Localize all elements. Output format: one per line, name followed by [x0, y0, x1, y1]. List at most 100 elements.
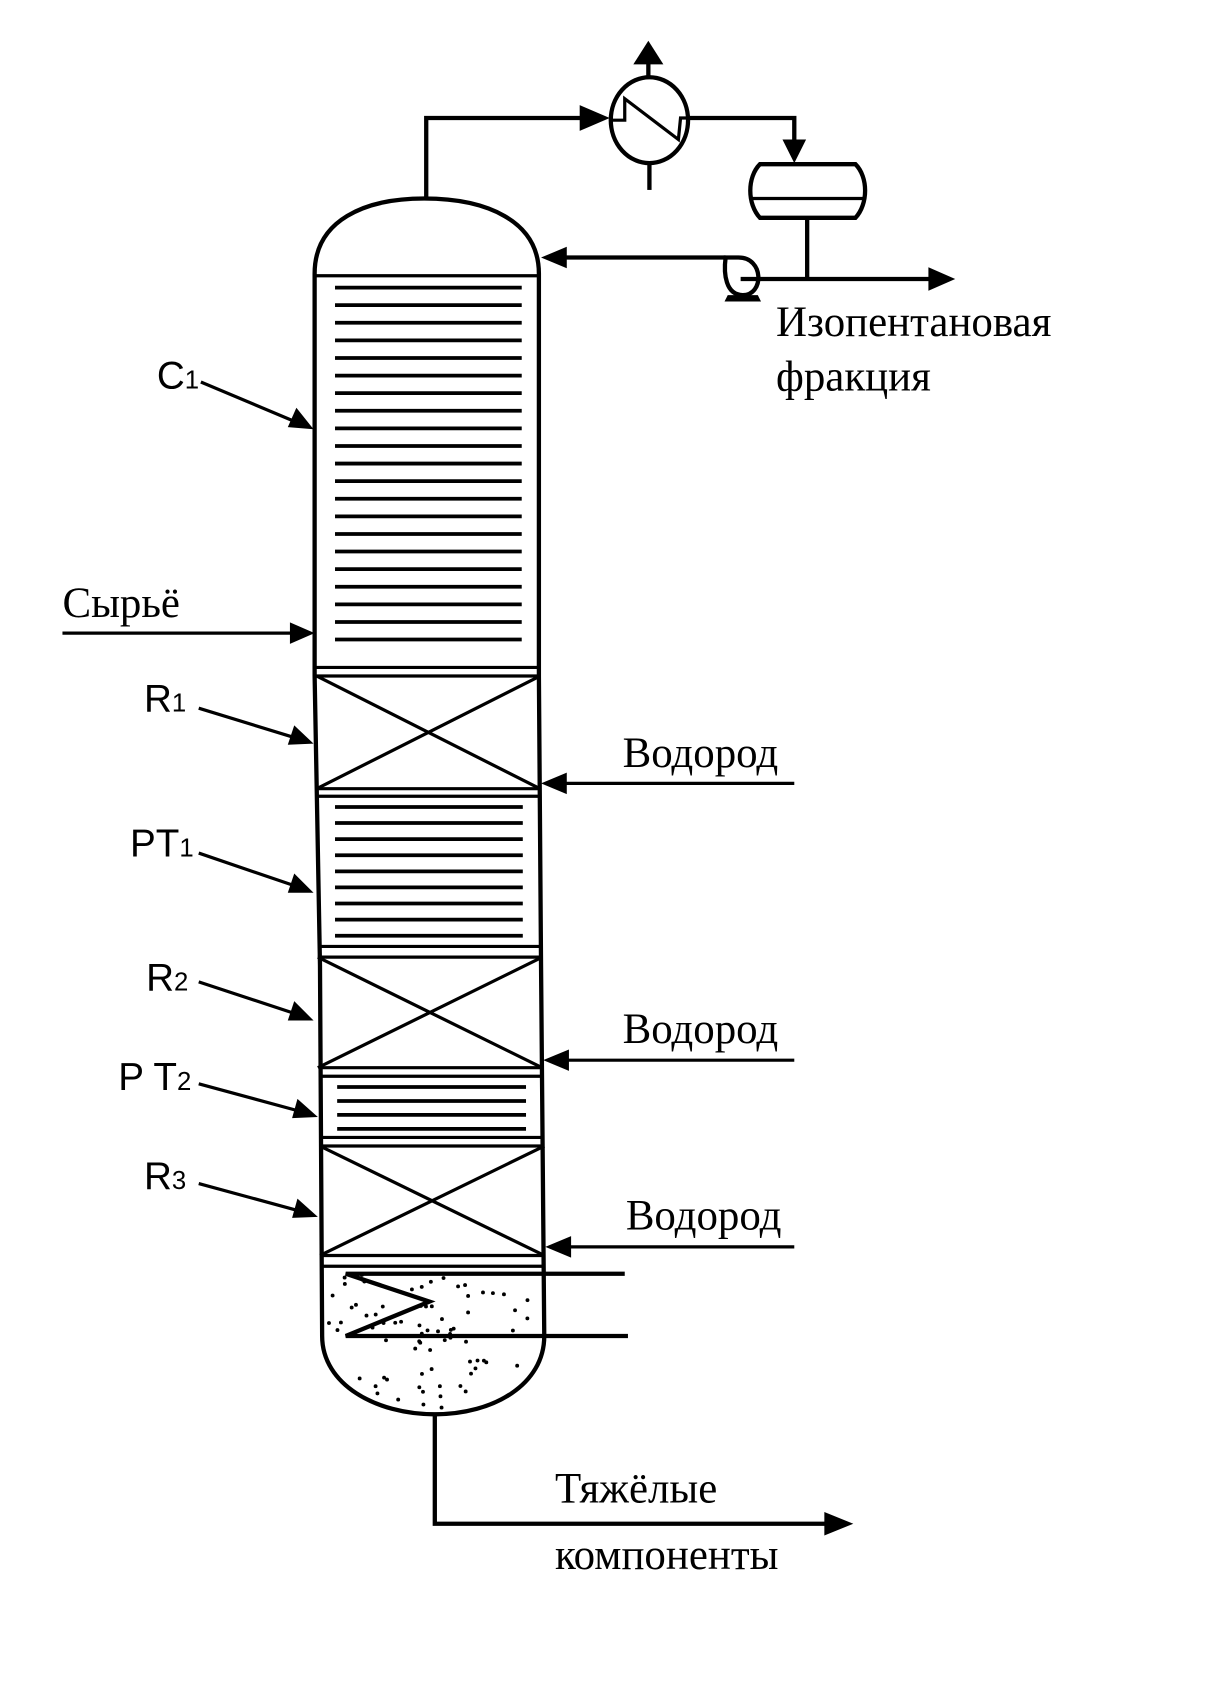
isopentane-label-1: Изопентановая — [776, 299, 1051, 346]
liquid-dot — [490, 1291, 495, 1296]
svg-text:R2: R2 — [146, 956, 188, 999]
reaction-zone-r2 — [317, 955, 543, 1070]
svg-text:PT1: PT1 — [130, 822, 194, 865]
reaction-zone-r1 — [316, 674, 541, 791]
column-shell — [312, 196, 547, 1417]
isopentane-label-2: фракция — [776, 354, 931, 401]
heavy-label-1: Тяжёлые — [555, 1465, 717, 1512]
liquid-dot — [375, 1391, 380, 1396]
liquid-dot — [385, 1377, 389, 1382]
arrow-head-icon — [289, 622, 315, 644]
hydrogen-inlet-3: Водород — [545, 1193, 795, 1258]
liquid-dot — [451, 1326, 456, 1331]
liquid-dot — [463, 1283, 468, 1288]
liquid-dot — [440, 1317, 444, 1322]
liquid-dot — [419, 1284, 424, 1289]
pump-icon — [722, 255, 762, 302]
liquid-dot — [425, 1328, 430, 1333]
heavy-label-2: компоненты — [555, 1532, 778, 1579]
label-r1: R1 — [144, 677, 314, 745]
liquid-dot — [469, 1371, 473, 1376]
liquid-dot — [342, 1275, 347, 1280]
liquid-dot — [417, 1323, 422, 1328]
liquid-dot — [468, 1359, 472, 1364]
liquid-dot — [413, 1346, 418, 1351]
bottoms-pipe — [432, 1414, 832, 1526]
liquid-dot — [409, 1287, 414, 1292]
arrow-head-icon — [579, 105, 610, 131]
liquid-dot — [438, 1394, 443, 1399]
liquid-dot — [393, 1320, 398, 1325]
liquid-dot — [463, 1389, 468, 1394]
liquid-dot — [357, 1376, 362, 1381]
hydrogen-label: Водород — [626, 1193, 782, 1240]
label-c1: C1 — [157, 354, 314, 430]
liquid-dot — [481, 1290, 485, 1295]
liquid-dot — [429, 1367, 434, 1371]
liquid-dot — [373, 1384, 378, 1389]
liquid-dot — [458, 1384, 463, 1388]
condenser-coil — [609, 95, 690, 143]
arrow-down-icon — [782, 139, 807, 164]
liquid-dot — [510, 1328, 515, 1333]
liquid-dot — [442, 1338, 447, 1343]
liquid-dot — [525, 1316, 530, 1321]
liquid-dot — [327, 1321, 331, 1325]
section-separators — [315, 665, 545, 1268]
reflux-drum — [748, 162, 868, 220]
arrow-head-icon — [928, 267, 956, 291]
liquid-dot — [396, 1397, 401, 1402]
liquid-dot — [513, 1308, 517, 1313]
liquid-dot — [384, 1338, 388, 1343]
liquid-dot — [502, 1292, 506, 1297]
liquid-dot — [421, 1389, 425, 1394]
liquid-dot — [342, 1282, 347, 1286]
liquid-dot — [330, 1293, 335, 1298]
liquid-dot — [481, 1358, 486, 1363]
liquid-dot — [399, 1319, 404, 1324]
label-r2: R2 — [146, 956, 314, 1021]
hydrogen-inlet-2: Водород — [543, 1006, 795, 1071]
label-pt2: P T2 — [118, 1056, 318, 1119]
liquid-dot — [441, 1276, 446, 1280]
condensate-pipe — [689, 115, 797, 142]
liquid-dot — [473, 1366, 478, 1371]
liquid-dot — [515, 1363, 520, 1368]
liquid-dot — [437, 1384, 442, 1389]
liquid-dot — [466, 1310, 471, 1315]
reaction-zone-r3 — [319, 1144, 545, 1257]
liquid-dot — [354, 1302, 358, 1307]
bottoms-liquid — [327, 1272, 530, 1410]
arrow-head-icon — [824, 1511, 854, 1536]
liquid-dot — [428, 1279, 433, 1284]
liquid-dot — [380, 1304, 385, 1309]
liquid-dot — [429, 1304, 434, 1309]
liquid-dot — [417, 1385, 422, 1390]
reboiler-coil — [344, 1271, 628, 1339]
liquid-dot — [338, 1320, 343, 1325]
liquid-dot — [417, 1339, 422, 1344]
tray-section-pt1 — [335, 805, 523, 938]
liquid-dot — [421, 1402, 426, 1407]
liquid-dot — [382, 1375, 387, 1380]
liquid-dot — [364, 1313, 369, 1318]
svg-text:P T2: P T2 — [118, 1056, 191, 1099]
hydrogen-label: Водород — [623, 1006, 779, 1053]
liquid-dot — [349, 1305, 354, 1310]
svg-text:R3: R3 — [144, 1155, 186, 1198]
liquid-dot — [475, 1358, 480, 1363]
feed-label: Сырьё — [62, 580, 180, 627]
hydrogen-label: Водород — [623, 730, 779, 777]
arrow-up-icon — [633, 40, 664, 65]
liquid-dot — [464, 1339, 468, 1344]
liquid-dot — [420, 1371, 424, 1376]
liquid-dot — [335, 1328, 340, 1333]
svg-text:C1: C1 — [157, 354, 199, 397]
liquid-dot — [456, 1284, 461, 1289]
liquid-dot — [428, 1348, 433, 1352]
svg-text:R1: R1 — [144, 677, 186, 720]
label-r3: R3 — [144, 1155, 318, 1218]
liquid-dot — [436, 1329, 440, 1334]
